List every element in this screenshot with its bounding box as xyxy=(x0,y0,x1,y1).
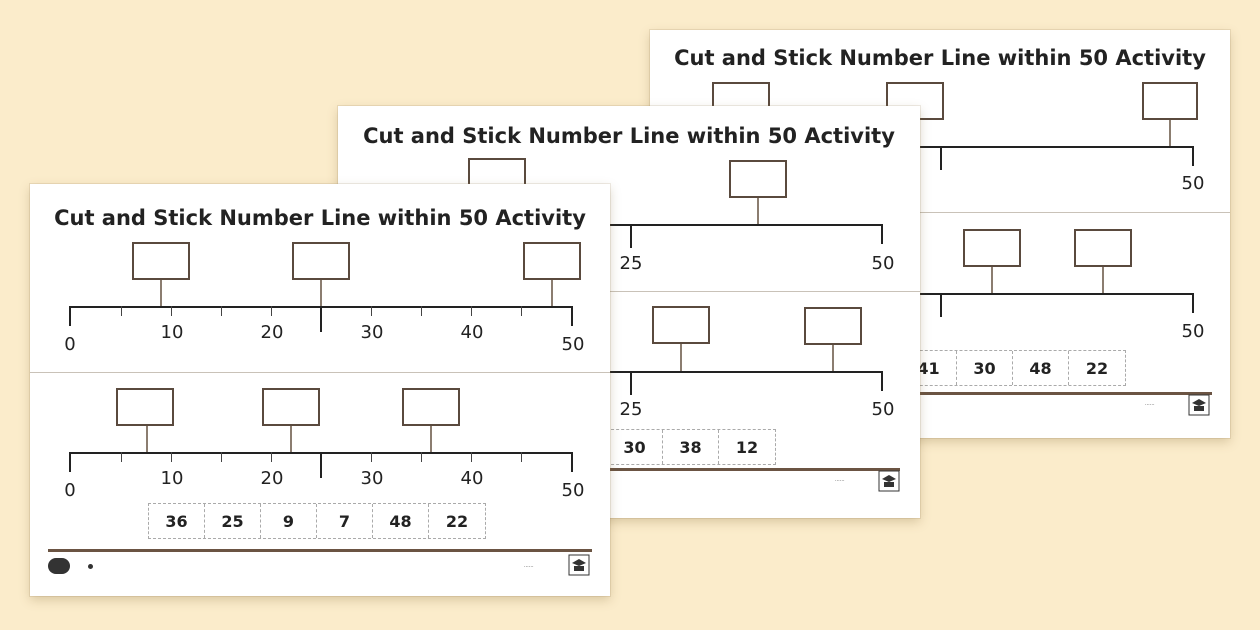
answer-box xyxy=(804,307,862,345)
label-0: 0 xyxy=(64,334,76,355)
label-50: 50 xyxy=(561,480,585,501)
footer-logo-icon xyxy=(48,558,70,574)
number-line xyxy=(650,293,1194,295)
number-card: 36 xyxy=(149,504,205,538)
label-50: 50 xyxy=(1181,173,1205,194)
number-cards: 36 25 9 7 48 22 xyxy=(148,503,486,539)
tick-25 xyxy=(320,306,322,332)
number-card: 25 xyxy=(205,504,261,538)
label-0: 0 xyxy=(64,480,76,501)
footer-text: ······ xyxy=(1145,402,1155,408)
footer-bar xyxy=(650,392,1212,395)
label-20: 20 xyxy=(260,468,284,489)
footer-dot-icon xyxy=(88,564,93,569)
brand-logo-icon xyxy=(1188,394,1210,416)
number-card: 30 xyxy=(957,351,1013,385)
answer-box xyxy=(1142,82,1198,120)
label-50: 50 xyxy=(871,399,895,420)
worksheet-title: Cut and Stick Number Line within 50 Acti… xyxy=(54,206,586,230)
answer-box xyxy=(402,388,460,426)
label-50: 50 xyxy=(1181,321,1205,342)
number-card: 12 xyxy=(735,437,759,457)
footer-bar xyxy=(48,549,592,552)
number-card: 22 xyxy=(1085,358,1109,378)
tick-50 xyxy=(571,306,573,326)
number-card: 30 xyxy=(607,430,663,464)
label-50: 50 xyxy=(561,334,585,355)
answer-box xyxy=(652,306,710,344)
label-20: 20 xyxy=(260,322,284,343)
tick-50 xyxy=(1192,146,1194,166)
label-30: 30 xyxy=(360,322,384,343)
footer-text: ······ xyxy=(835,478,845,484)
answer-box xyxy=(729,160,787,198)
tick-25 xyxy=(940,146,942,170)
number-cards: 41 30 48 22 xyxy=(900,350,1126,386)
answer-box xyxy=(262,388,320,426)
worksheet-title: Cut and Stick Number Line within 50 Acti… xyxy=(363,124,895,148)
number-card: 22 xyxy=(445,511,469,531)
answer-box xyxy=(132,242,190,280)
number-card: 38 xyxy=(663,430,719,464)
label-10: 10 xyxy=(160,322,184,343)
answer-box xyxy=(963,229,1021,267)
label-40: 40 xyxy=(460,322,484,343)
number-card: 41 xyxy=(901,351,957,385)
tick-0 xyxy=(69,306,71,326)
label-10: 10 xyxy=(160,468,184,489)
number-cards: 30 38 12 xyxy=(606,429,776,465)
answer-box xyxy=(292,242,350,280)
label-40: 40 xyxy=(460,468,484,489)
number-line xyxy=(650,146,1194,148)
number-card: 7 xyxy=(317,504,373,538)
label-25: 25 xyxy=(619,399,643,420)
footer-text: ······ xyxy=(524,564,534,570)
number-card: 48 xyxy=(373,504,429,538)
number-line xyxy=(338,371,883,373)
number-card: 9 xyxy=(261,504,317,538)
label-50: 50 xyxy=(871,253,895,274)
answer-box xyxy=(116,388,174,426)
footer-bar xyxy=(338,468,900,471)
label-25: 25 xyxy=(619,253,643,274)
brand-logo-icon xyxy=(568,554,590,576)
worksheet-title: Cut and Stick Number Line within 50 Acti… xyxy=(674,46,1206,70)
number-card: 48 xyxy=(1013,351,1069,385)
label-30: 30 xyxy=(360,468,384,489)
number-line xyxy=(338,224,883,226)
answer-box xyxy=(1074,229,1132,267)
answer-box xyxy=(523,242,581,280)
worksheet-front: Cut and Stick Number Line within 50 Acti… xyxy=(30,184,610,596)
brand-logo-icon xyxy=(878,470,900,492)
